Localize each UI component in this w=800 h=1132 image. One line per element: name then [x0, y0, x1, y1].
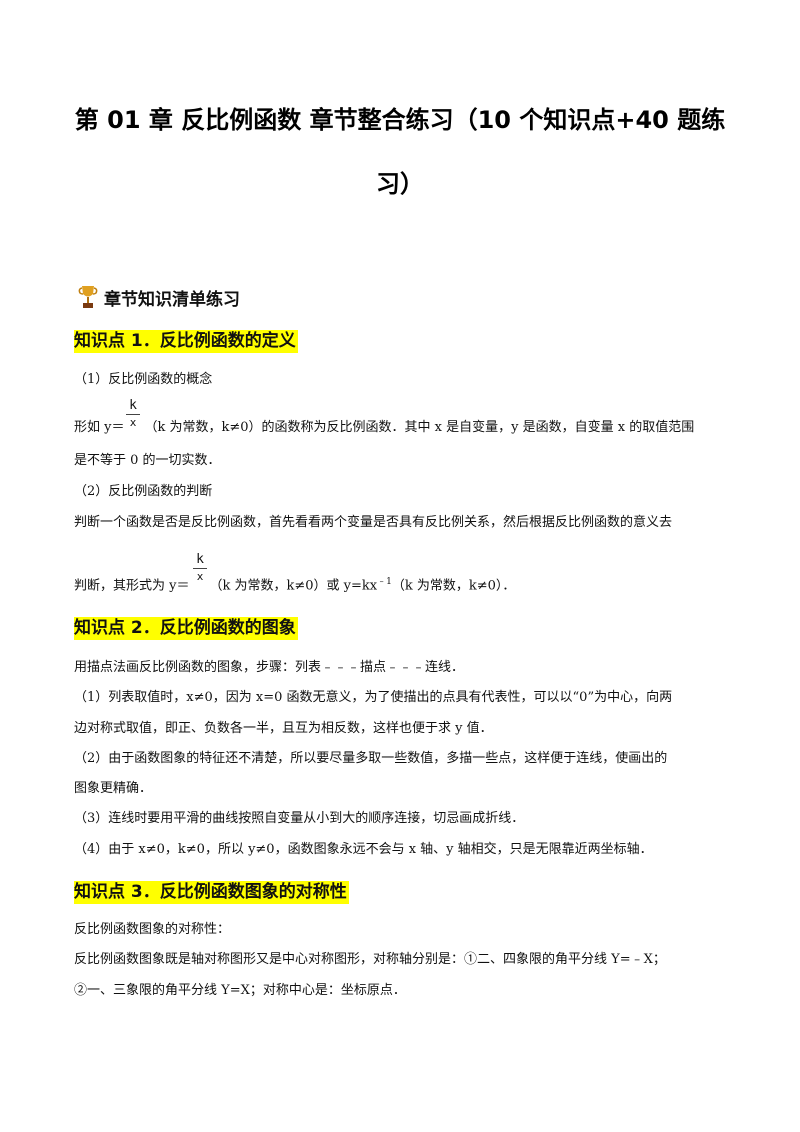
kp1-p3: 是不等于 0 的一切实数． — [74, 453, 221, 468]
kp1-p5: 判断一个函数是否是反比例函数，首先看看两个变量是否具有反比例关系，然后根据反比例… — [74, 515, 673, 530]
kp1-p1: （1）反比例函数的概念 — [74, 372, 213, 387]
kp2-p4: （2）由于函数图象的特征还不清楚，所以要尽量多取一些数值，多描一些点，这样便于连… — [74, 751, 668, 766]
page-title-line-1: 第 01 章 反比例函数 章节整合练习（10 个知识点+40 题练 — [74, 106, 726, 134]
kp2-p2: （1）列表取值时，x≠0，因为 x=0 函数无意义，为了使描出的点具有代表性，可… — [74, 690, 673, 705]
kp3-p3: ②一、三象限的角平分线 Y=X；对称中心是：坐标原点． — [74, 983, 406, 998]
kp1-fraction-2: k x — [193, 552, 207, 583]
frac-numerator: k — [129, 398, 137, 413]
frac-denominator: x — [129, 416, 137, 429]
kp2-p5: 图象更精确． — [74, 781, 153, 796]
kp1-p2: 形如 y＝（k 为常数，k≠0）的函数称为反比例函数．其中 x 是自变量，y 是… — [74, 420, 695, 435]
kp1-p6: 判断，其形式为 y＝（k 为常数，k≠0）或 y=kx﹣1（k 为常数，k≠0）… — [74, 577, 516, 594]
frac-numerator: k — [196, 552, 204, 567]
trophy-icon — [78, 286, 98, 308]
kp3-p2: 反比例函数图象既是轴对称图形又是中心对称图形，对称轴分别是：①二、四象限的角平分… — [74, 952, 666, 967]
page-title-line-2: 习） — [376, 170, 424, 198]
section-heading-text: 章节知识清单练习 — [104, 289, 240, 310]
kp3-heading: 知识点 3．反比例函数图象的对称性 — [74, 881, 349, 904]
kp1-fraction: k x — [126, 398, 140, 429]
kp2-p6: （3）连线时要用平滑的曲线按照自变量从小到大的顺序连接，切忌画成折线． — [74, 811, 525, 826]
kp2-p3: 边对称式取值，即正、负数各一半，且互为相反数，这样也便于求 y 值． — [74, 721, 493, 736]
kp3-p1: 反比例函数图象的对称性： — [74, 922, 231, 937]
kp2-p1: 用描点法画反比例函数的图象，步骤：列表﹣﹣﹣描点﹣﹣﹣连线． — [74, 660, 465, 675]
kp2-heading: 知识点 2．反比例函数的图象 — [74, 617, 298, 640]
kp2-p7: （4）由于 x≠0，k≠0，所以 y≠0，函数图象永远不会与 x 轴、y 轴相交… — [74, 842, 653, 857]
kp1-heading: 知识点 1．反比例函数的定义 — [74, 330, 298, 353]
kp1-p4: （2）反比例函数的判断 — [74, 484, 213, 499]
frac-denominator: x — [196, 570, 204, 583]
section-heading: 章节知识清单练习 — [78, 284, 240, 310]
